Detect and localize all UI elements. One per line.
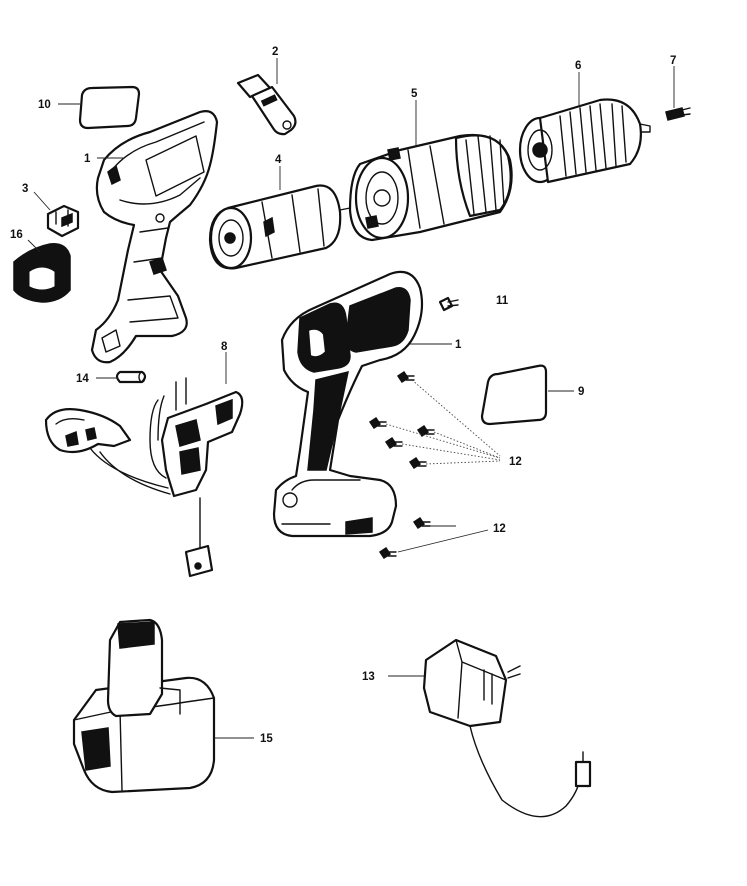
callout-14: 14 [76, 373, 89, 385]
callout-3: 3 [22, 183, 28, 195]
part-14-pin [115, 370, 147, 384]
callout-12-upper: 12 [509, 456, 522, 468]
callout-9: 9 [578, 386, 584, 398]
callout-7: 7 [670, 55, 676, 67]
part-5-gearbox [348, 134, 513, 242]
part-1-housing-half [90, 110, 219, 364]
callout-1-left: 1 [84, 153, 91, 165]
part-12-screws-upper [368, 370, 435, 470]
callout-2: 2 [272, 46, 278, 58]
callout-labels: 10 2 1 3 16 4 5 6 7 11 1 8 14 9 12 12 13… [10, 46, 676, 745]
screw-12-5 [408, 456, 427, 470]
part-4-motor [208, 184, 351, 270]
leader-lines [27, 58, 675, 739]
part-7-screw [665, 107, 691, 121]
part-1-assembled-housing [272, 270, 424, 538]
part-13-charger [422, 638, 592, 818]
part-3-clip [46, 204, 80, 238]
screw-12-7 [378, 546, 397, 560]
callout-8: 8 [221, 341, 228, 353]
callout-1-right: 1 [455, 339, 462, 351]
part-8-switch-assembly [44, 377, 244, 578]
callout-13: 13 [362, 671, 375, 683]
part-10-label-plate [78, 85, 141, 130]
callout-10: 10 [38, 99, 51, 111]
part-6-chuck [518, 98, 651, 184]
screw-12-3 [384, 436, 403, 450]
callout-12-lower: 12 [493, 523, 506, 535]
callout-15: 15 [260, 733, 273, 745]
part-16-side-cover [13, 243, 71, 303]
callout-5: 5 [411, 88, 418, 100]
callout-11: 11 [496, 295, 509, 307]
screw-12-1 [396, 370, 415, 384]
callout-6: 6 [575, 60, 581, 72]
screw-12-2 [368, 416, 387, 430]
part-15-battery-pack [72, 618, 216, 794]
part-9-label-plate [480, 364, 548, 426]
part-2-brush [236, 73, 297, 136]
callout-4: 4 [275, 154, 282, 166]
part-12-screws-lower [378, 516, 431, 560]
screw-12-6 [412, 516, 431, 530]
part-11-screw [438, 296, 459, 312]
callout-16: 16 [10, 229, 23, 241]
